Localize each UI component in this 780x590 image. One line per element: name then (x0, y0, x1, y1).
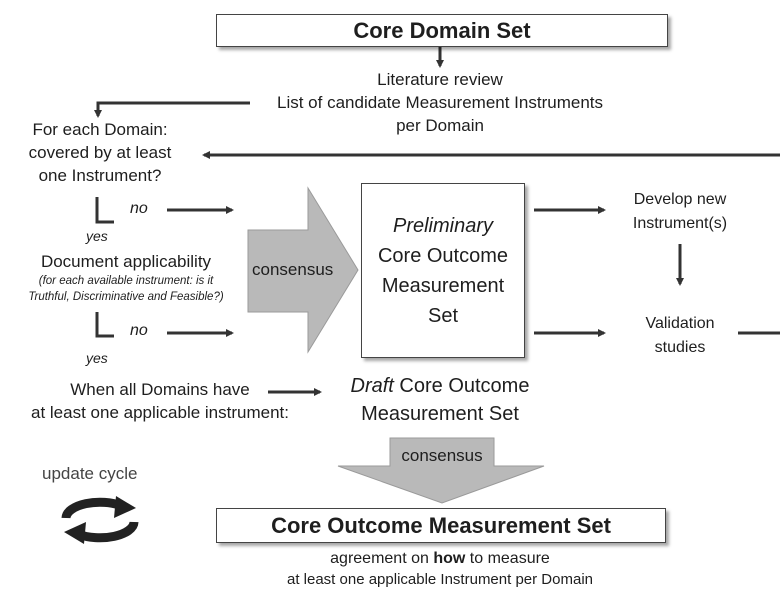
branch-1 (95, 197, 114, 224)
document-applicability: Document applicability (for each availab… (0, 250, 252, 305)
all-domains-line-1: When all Domains have (70, 380, 250, 399)
all-domains-text: When all Domains have at least one appli… (0, 378, 320, 424)
agreement-text: agreement on how to measure at least one… (220, 548, 660, 590)
literature-review-text: Literature review List of candidate Meas… (240, 68, 640, 137)
literature-line-3: per Domain (396, 116, 484, 135)
agreement-suffix: to measure (465, 550, 550, 567)
preliminary-box: Preliminary Core Outcome Measurement Set (361, 183, 525, 358)
consensus-arrow-right (247, 186, 359, 354)
consensus-label-2: consensus (401, 446, 483, 465)
branch-2 (95, 312, 114, 338)
draft-italic: Draft (350, 375, 394, 397)
validation-studies: Validation studies (610, 312, 750, 360)
domain-check-line-1: For each Domain: (32, 120, 168, 139)
preliminary-line-2: Core Outcome (377, 244, 509, 267)
arrow-literature-to-domain-check (94, 101, 250, 118)
all-domains-line-2: at least one applicable instrument: (31, 403, 289, 422)
preliminary-line-3: Measurement (381, 274, 505, 297)
update-cycle-label: update cycle (42, 464, 138, 483)
consensus-label-1: consensus (252, 260, 334, 279)
document-note-line-2: Truthful, Discriminative and Feasible?) (28, 291, 224, 303)
yes-label-2: yes (86, 350, 108, 366)
validation-line-2: studies (654, 339, 706, 356)
no-label-1: no (130, 200, 148, 217)
consensus-arrow-down (337, 437, 545, 504)
literature-line-2: List of candidate Measurement Instrument… (277, 93, 603, 112)
core-domain-set-title: Core Domain Set (353, 17, 531, 43)
core-outcome-set-box: Core Outcome Measurement Set (216, 508, 666, 543)
draft-rest: Core Outcome (393, 375, 530, 397)
agreement-prefix: agreement on (330, 550, 434, 567)
domain-check-text: For each Domain: covered by at least one… (0, 118, 200, 187)
develop-line-2: Instrument(s) (632, 215, 728, 232)
validation-line-1: Validation (645, 315, 715, 332)
agreement-line-2: at least one applicable Instrument per D… (286, 571, 593, 588)
core-outcome-set-title: Core Outcome Measurement Set (271, 512, 611, 538)
draft-line-2: Measurement Set (361, 403, 519, 425)
core-domain-set-box: Core Domain Set (216, 14, 668, 47)
develop-line-1: Develop new (633, 191, 727, 208)
literature-line-1: Literature review (377, 70, 503, 89)
preliminary-line-1: Preliminary (392, 214, 494, 237)
draft-set: Draft Core Outcome Measurement Set (310, 372, 570, 428)
yes-label-1: yes (86, 228, 108, 244)
develop-new-instrument: Develop new Instrument(s) (610, 188, 750, 236)
document-title: Document applicability (40, 252, 212, 271)
document-note-line-1: (for each available instrument: is it (38, 275, 214, 287)
update-cycle-icon (61, 496, 139, 544)
domain-check-line-2: covered by at least (28, 143, 172, 162)
domain-check-line-3: one Instrument? (38, 166, 162, 185)
no-label-2: no (130, 322, 148, 339)
preliminary-line-4: Set (427, 304, 459, 327)
agreement-bold: how (433, 550, 466, 567)
